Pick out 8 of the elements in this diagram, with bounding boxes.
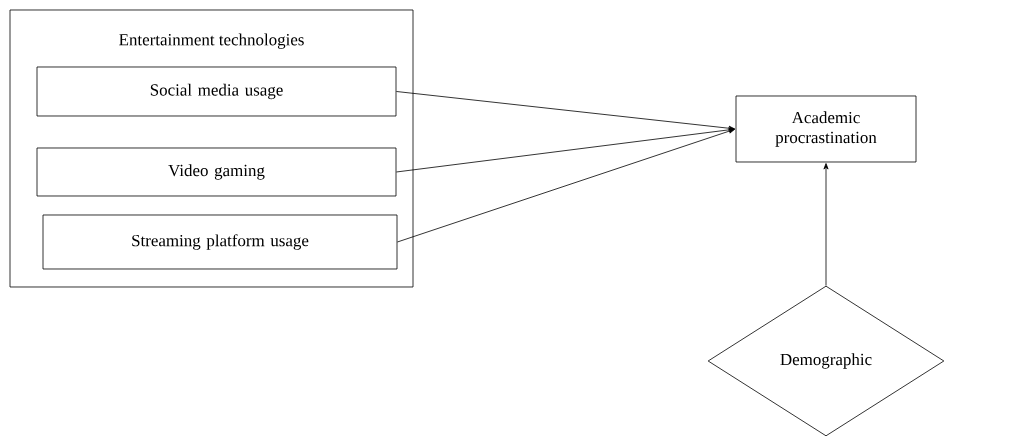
factor-box: Video gaming [36,147,397,197]
arrow [396,127,735,173]
factor-box: Streaming platform usage [42,214,398,270]
arrow [396,91,735,131]
arrow [397,128,735,243]
factor-box: Social media usage [36,66,397,117]
process-box: Academic procrastination [735,95,917,163]
arrow [823,163,829,286]
